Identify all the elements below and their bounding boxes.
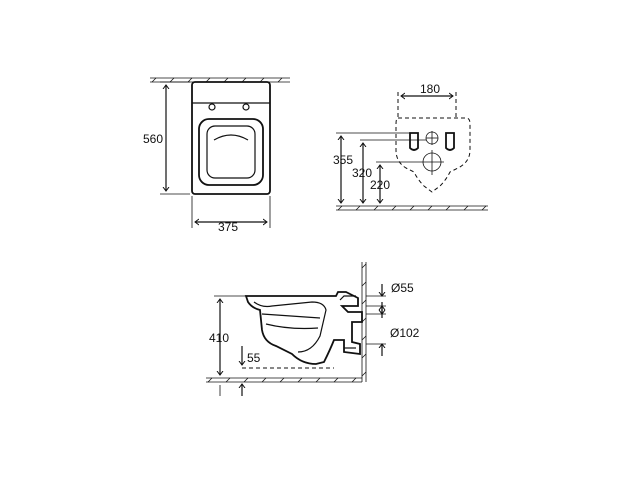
wall-view-floor-hatch xyxy=(336,205,488,211)
top-view xyxy=(150,77,290,228)
dim-label-55: 55 xyxy=(247,351,261,365)
dim-label-180: 180 xyxy=(420,82,440,96)
dim-label-inlet-diameter: Ø55 xyxy=(391,281,414,295)
dim-label-410: 410 xyxy=(209,331,229,345)
wall-bowl-dashed-outline xyxy=(395,117,471,193)
seat-outline xyxy=(198,118,264,186)
bowl-side-profile xyxy=(244,291,363,365)
dim-label-375: 375 xyxy=(218,220,238,234)
side-view xyxy=(206,262,386,396)
dim-label-320: 320 xyxy=(352,166,372,180)
wall-view xyxy=(336,92,488,211)
fixing-hole-right xyxy=(242,103,250,111)
dim-label-220: 220 xyxy=(370,178,390,192)
bolt-bracket-left xyxy=(409,132,419,151)
dim-label-355: 355 xyxy=(333,153,353,167)
bowl-outline xyxy=(191,81,271,195)
dim-label-560: 560 xyxy=(143,132,163,146)
fixing-hole-left xyxy=(208,103,216,111)
seat-opening xyxy=(206,125,256,179)
side-view-floor-hatch xyxy=(206,377,362,383)
bolt-bracket-right xyxy=(445,132,455,151)
dim-label-outlet-diameter: Ø102 xyxy=(390,326,420,340)
